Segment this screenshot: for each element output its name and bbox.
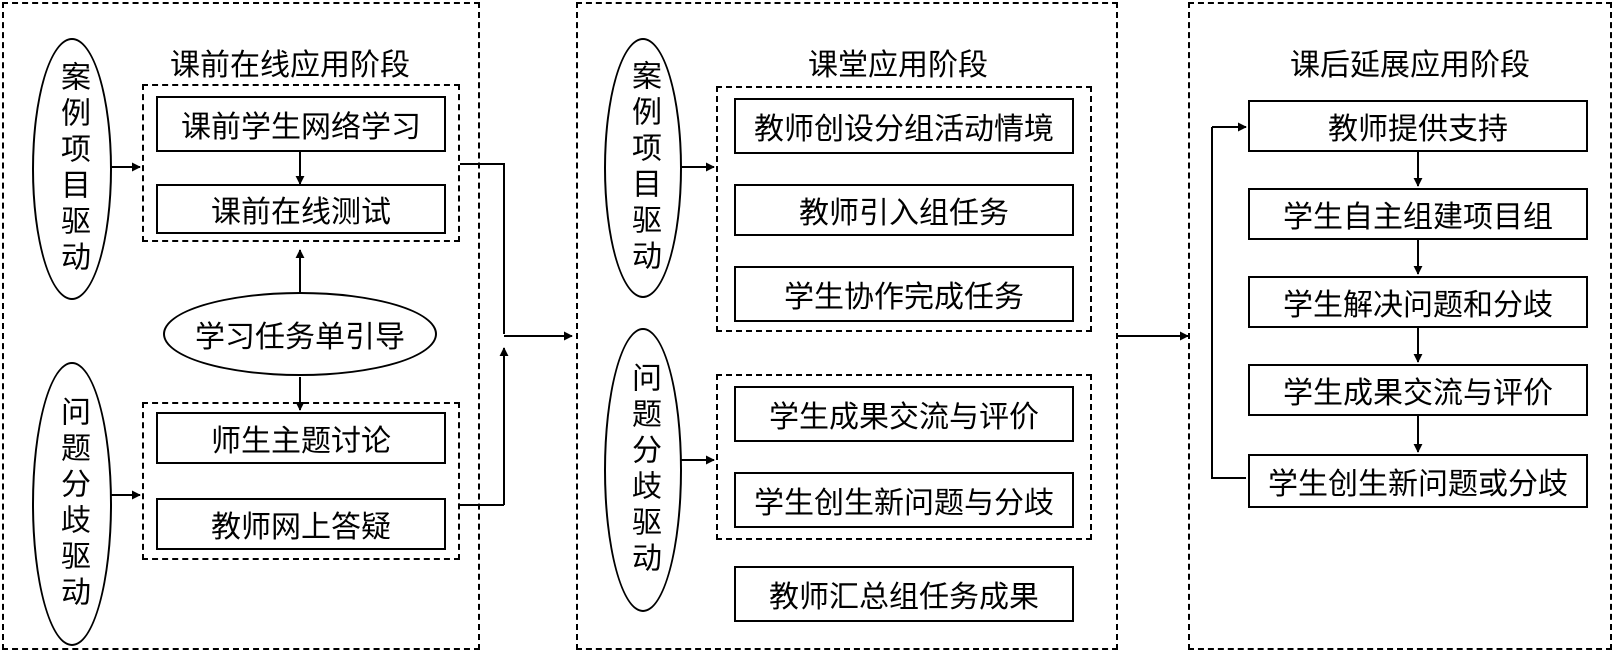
stage3-box-solve-problems: 学生解决问题和分歧 bbox=[1248, 276, 1588, 328]
stage1-task-guide-ellipse: 学习任务单引导 bbox=[163, 292, 437, 376]
stage1-case-driven-label: 案例项目驱动 bbox=[55, 61, 90, 277]
stage2-box-exchange-evaluate: 学生成果交流与评价 bbox=[734, 386, 1074, 442]
stage2-title: 课堂应用阶段 bbox=[808, 48, 988, 83]
stage2-problem-driven-label: 问题分歧驱动 bbox=[626, 362, 661, 578]
stage1-box-online-qa: 教师网上答疑 bbox=[156, 498, 446, 550]
stage2-activity-group bbox=[716, 86, 1092, 332]
stage2-exchange-group bbox=[716, 374, 1092, 540]
stage1-title: 课前在线应用阶段 bbox=[170, 48, 410, 83]
stage2-box-create-situation: 教师创设分组活动情境 bbox=[734, 98, 1074, 154]
stage1-case-driven-ellipse: 案例项目驱动 bbox=[32, 38, 112, 300]
stage2-box-summarize: 教师汇总组任务成果 bbox=[734, 566, 1074, 622]
stage3-box-new-problems: 学生创生新问题或分歧 bbox=[1248, 454, 1588, 508]
stage3-container bbox=[1188, 2, 1612, 650]
stage2-container bbox=[576, 2, 1118, 650]
feedback-loop-line bbox=[1211, 127, 1246, 479]
line-top-group-to-junction bbox=[460, 163, 505, 334]
stage1-preclass-group bbox=[142, 84, 460, 242]
stage3-title: 课后延展应用阶段 bbox=[1290, 48, 1530, 83]
stage3-box-teacher-support: 教师提供支持 bbox=[1248, 100, 1588, 152]
stage1-discussion-group bbox=[142, 402, 460, 560]
stage1-task-guide-label: 学习任务单引导 bbox=[195, 320, 405, 355]
stage2-problem-driven-ellipse: 问题分歧驱动 bbox=[604, 328, 682, 612]
stage1-box-online-test: 课前在线测试 bbox=[156, 184, 446, 234]
stage2-box-collaborate: 学生协作完成任务 bbox=[734, 266, 1074, 322]
stage1-problem-driven-ellipse: 问题分歧驱动 bbox=[32, 362, 112, 646]
stage2-box-new-problems: 学生创生新问题与分歧 bbox=[734, 472, 1074, 528]
stage3-box-form-groups: 学生自主组建项目组 bbox=[1248, 188, 1588, 240]
stage2-box-introduce-task: 教师引入组任务 bbox=[734, 184, 1074, 236]
stage1-problem-driven-label: 问题分歧驱动 bbox=[55, 396, 90, 612]
stage2-case-driven-ellipse: 案例项目驱动 bbox=[604, 38, 682, 298]
stage1-box-network-study: 课前学生网络学习 bbox=[156, 96, 446, 152]
stage2-case-driven-label: 案例项目驱动 bbox=[626, 60, 661, 276]
stage1-container bbox=[2, 2, 480, 650]
stage3-box-exchange-evaluate: 学生成果交流与评价 bbox=[1248, 364, 1588, 416]
stage1-box-topic-discussion: 师生主题讨论 bbox=[156, 412, 446, 464]
